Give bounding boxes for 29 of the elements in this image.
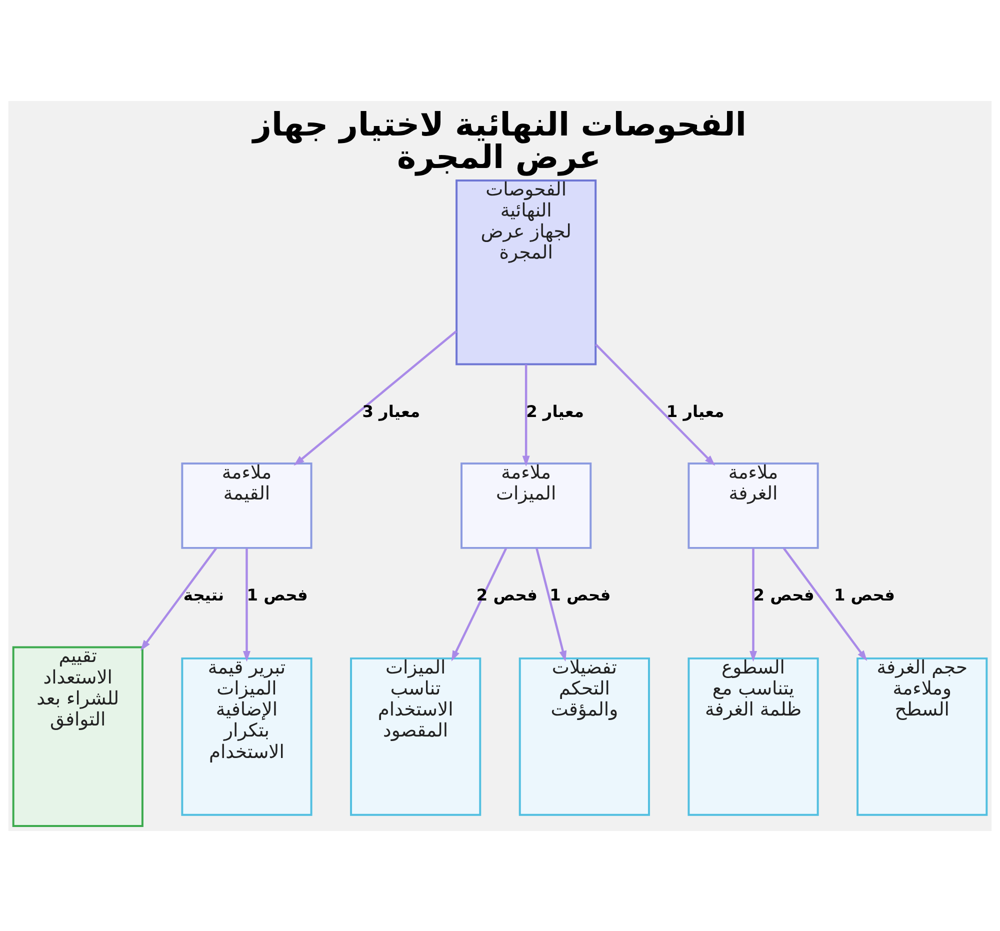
- arrow: [750, 548, 758, 662]
- node-box: السطوع يتناسب مع ظلمة الغرفة: [688, 656, 819, 816]
- edge-label: فحص 1: [550, 585, 611, 604]
- node-box: تقييم الاستعداد للشراء بعد التوافق: [12, 646, 144, 827]
- node-box: الفحوصات النهائية لجهاز عرض المجرة: [456, 178, 597, 365]
- edge-label: فحص 1: [246, 585, 308, 604]
- edge-label: معيار 1: [666, 401, 724, 420]
- arrow: [140, 547, 218, 650]
- arrow: [536, 548, 567, 662]
- arrow: [782, 547, 868, 661]
- edge-label: معيار 2: [526, 401, 584, 420]
- node-box: ملاءمة القيمة: [181, 462, 312, 548]
- node-box: ملاءمة الميزات: [460, 462, 592, 548]
- arrow: [242, 548, 250, 662]
- arrow: [522, 364, 530, 466]
- node-box: ملاءمة الغرفة: [688, 462, 819, 548]
- edge-label: فحص 2: [476, 585, 538, 604]
- edge-label: فحص 2: [753, 585, 814, 604]
- node-box: تبرير قيمة الميزات الإضافية بتكرار الاستخدام: [181, 656, 312, 816]
- arrow: [294, 330, 458, 466]
- node-box: حجم الغرفة وملاءمة السطح: [856, 656, 988, 816]
- edge-label: معيار 3: [362, 401, 420, 420]
- arrow: [594, 343, 716, 466]
- arrow: [451, 547, 508, 661]
- node-box: الميزات تناسب الاستخدام المقصود: [350, 656, 482, 816]
- diagram-title: الفحوصات النهائية لاختيار جهاز عرض المجرة: [252, 105, 746, 176]
- node-box: تفضيلات التحكم والمؤقت: [518, 656, 650, 816]
- edge-label: نتيجة: [183, 585, 224, 604]
- edge-label: فحص 1: [834, 585, 895, 604]
